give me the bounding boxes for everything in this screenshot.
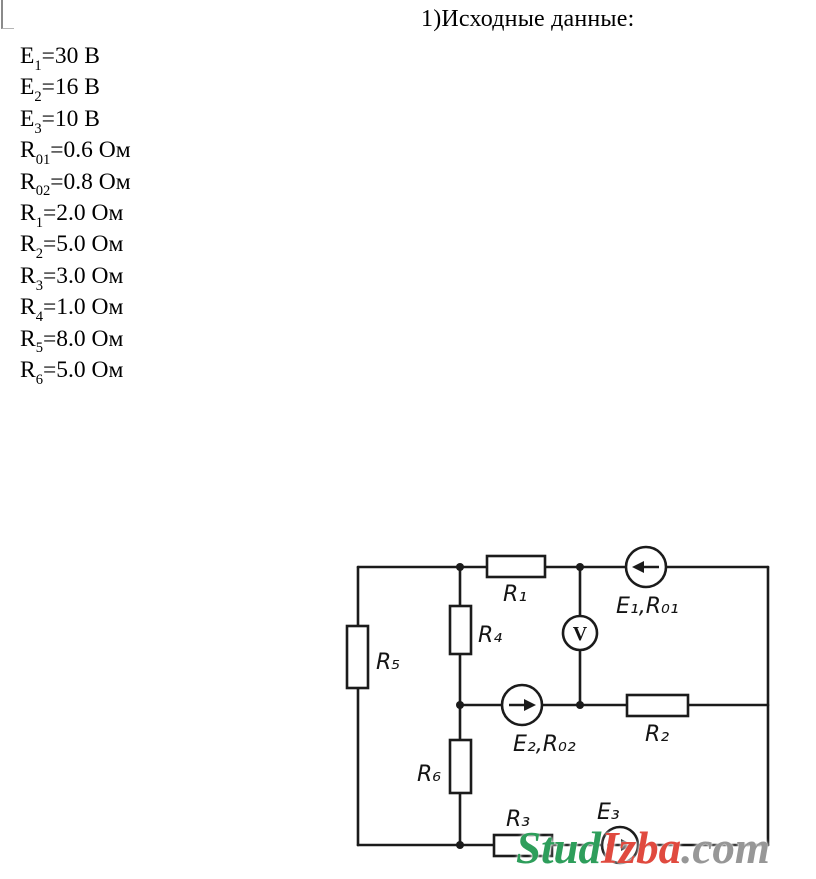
given-data-row: E3=10 В [20,104,131,137]
circuit-wires [356,565,770,847]
quantity-symbol: R [20,200,36,227]
quantity-value: =0.8 Ом [50,168,131,195]
quantity-symbol: R [20,137,36,164]
quantity-value: =5.0 Ом [42,231,124,258]
quantity-subscript: 4 [35,308,43,325]
resistor-R4-box [448,604,473,656]
given-data-row: E1=30 В [20,41,131,74]
watermark-com: .com [681,823,770,873]
resistor-R1-box [485,554,547,579]
quantity-symbol: E [20,105,35,132]
watermark-izba: Izba [601,823,682,873]
node-dot [456,841,464,849]
quantity-value: =5.0 Ом [42,357,124,384]
given-data-row: R3=3.0 Ом [20,261,131,294]
quantity-value: =2.0 Ом [42,200,124,227]
quantity-subscript: 1 [34,57,42,74]
resistor-R3-box [492,833,554,858]
scan-corner-mark [1,0,14,29]
given-data-row: R6=5.0 Ом [20,355,131,388]
voltmeter-V-label: V [573,623,588,645]
resistor-R5-box [345,624,370,690]
quantity-value: =10 В [41,105,100,132]
quantity-subscript: 3 [34,120,42,137]
circuit-arrows-and-nodes [456,561,659,851]
quantity-subscript: 5 [35,340,43,357]
label-E2-R02: E₂,R₀₂ [513,732,576,757]
quantity-subscript: 2 [35,246,43,263]
node-dot [456,701,464,709]
watermark-stud: Stud [516,823,602,873]
E2-current-arrow-icon [509,699,536,711]
label-R6: R₆ [417,762,441,787]
quantity-subscript: 6 [35,371,43,388]
label-R1: R₁ [503,582,527,607]
node-dot [576,563,584,571]
label-R4: R₄ [478,623,502,648]
circuit-labels: R₁ R₄ R₅ R₆ E₁,R₀₁ E₂,R₀₂ R₂ R₃ E₃ [376,582,679,832]
quantity-value: =0.6 Ом [50,137,131,164]
label-E1-R01: E₁,R₀₁ [616,594,679,619]
quantity-value: =16 В [41,74,100,101]
given-data-row: R01=0.6 Ом [20,135,131,168]
quantity-symbol: R [20,168,36,195]
label-R2: R₂ [645,722,669,747]
given-data-row: R2=5.0 Ом [20,229,131,263]
quantity-value: =3.0 Ом [42,262,124,289]
quantity-subscript: 2 [34,89,42,106]
node-dot [456,563,464,571]
quantity-value: =8.0 Ом [42,325,124,352]
circuit-components [345,545,690,865]
node-dot [576,701,584,709]
label-R5: R₅ [376,650,400,675]
quantity-subscript: 02 [35,183,51,200]
quantity-symbol: R [20,262,36,289]
given-data-row: R4=1.0 Ом [20,292,131,325]
studizba-watermark: StudIzba.com [516,822,770,874]
resistor-R2-box [625,693,690,718]
given-data-row: R1=2.0 Ом [20,198,131,231]
quantity-subscript: 3 [35,277,43,294]
given-data-row: E2=16 В [20,72,131,106]
quantity-subscript: 1 [35,214,43,231]
voltmeter-circle [561,614,599,652]
given-data-row: R5=8.0 Ом [20,324,131,357]
quantity-symbol: E [20,74,35,101]
quantity-value: =1.0 Ом [42,294,124,321]
quantity-symbol: R [20,294,36,321]
quantity-symbol: E [20,43,35,69]
page-title: 1)Исходные данные: [421,6,635,32]
quantity-subscript: 01 [35,151,51,168]
quantity-symbol: R [20,325,36,352]
E1-current-arrow-icon [632,561,659,573]
label-E3: E₃ [597,800,620,825]
resistor-R6-box [448,738,473,795]
E3-current-arrow-icon [607,839,633,851]
quantity-symbol: R [20,357,36,384]
quantity-symbol: R [20,231,36,258]
given-data-row: R02=0.8 Ом [20,167,131,200]
quantity-value: =30 В [41,43,100,69]
given-data-list: E1=30 В E2=16 В E3=10 В R01=0.6 Ом R02=0… [20,41,131,388]
label-R3: R₃ [506,807,530,832]
